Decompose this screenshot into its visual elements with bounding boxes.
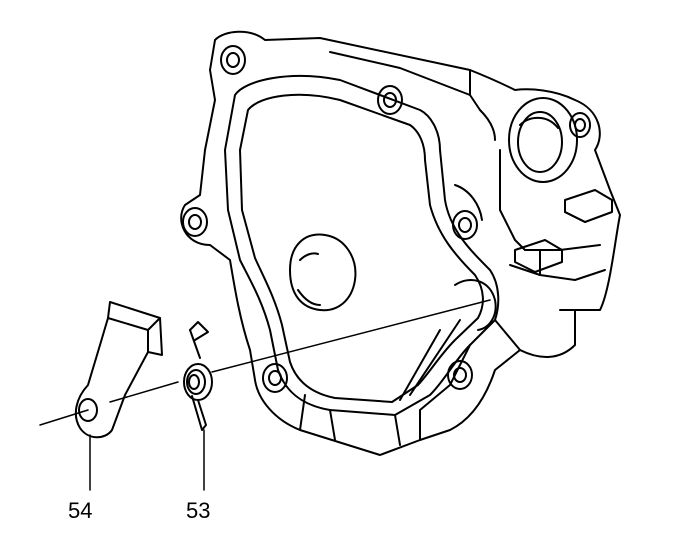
callout-53: 53 bbox=[186, 498, 210, 523]
park-lever-part-54 bbox=[74, 301, 163, 439]
bolt-hole-set bbox=[182, 45, 591, 393]
return-spring-part-53 bbox=[183, 321, 213, 431]
callout-54: 54 bbox=[68, 498, 92, 523]
transmission-case-housing bbox=[180, 30, 621, 456]
